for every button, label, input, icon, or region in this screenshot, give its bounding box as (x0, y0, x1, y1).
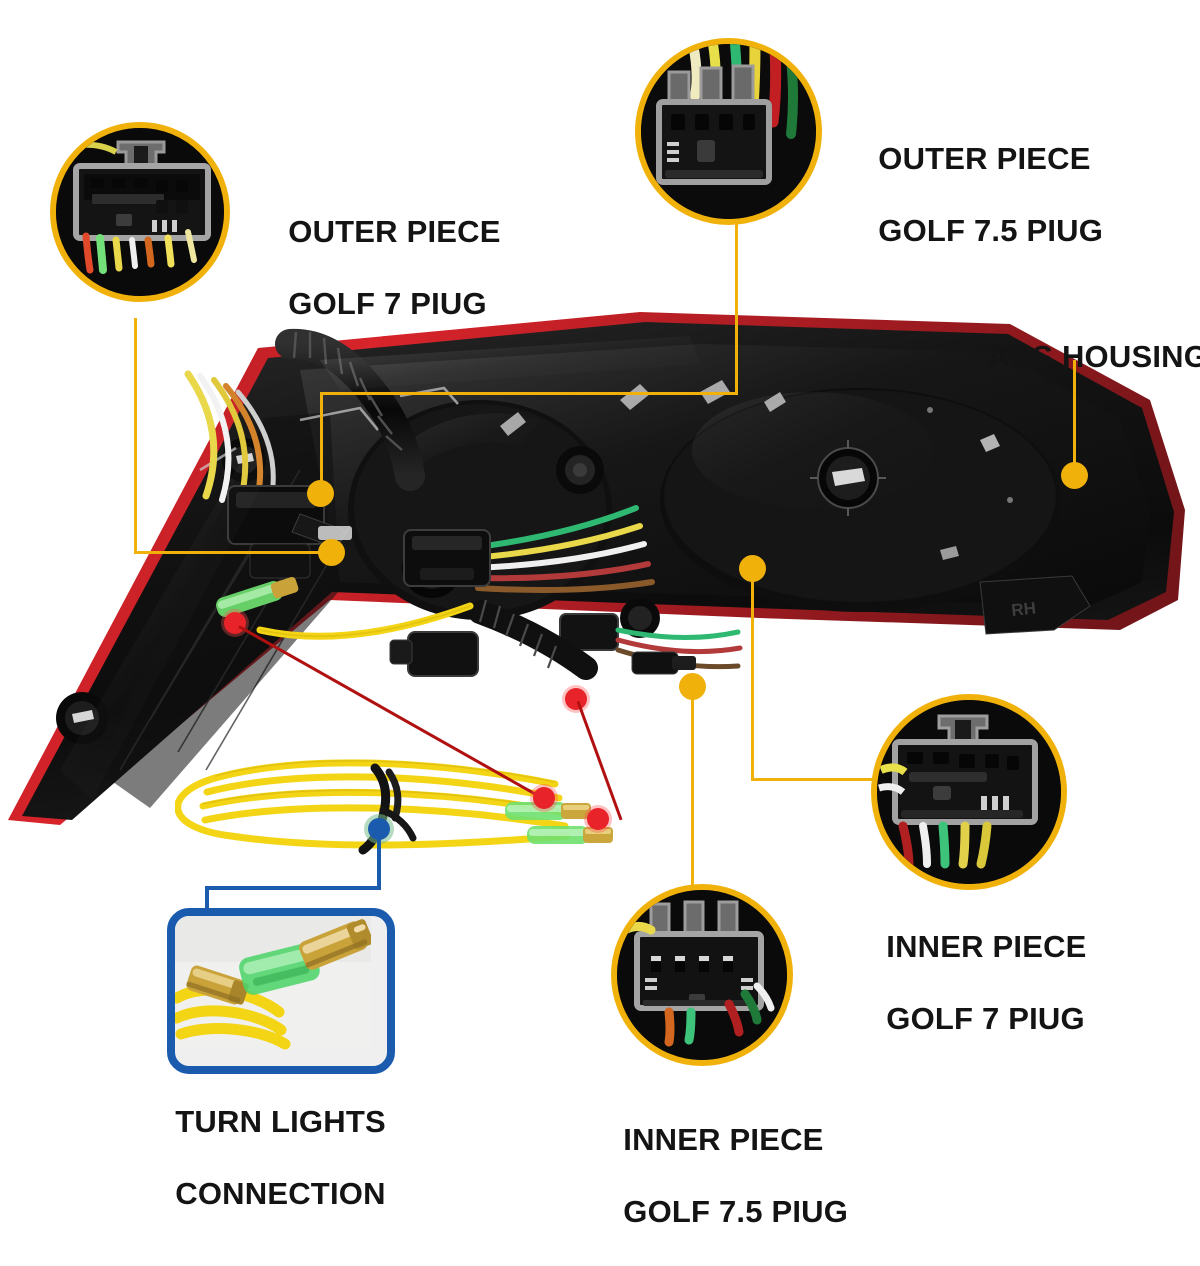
callout-label-inner-golf7-line2: GOLF 7 PIUG (886, 1000, 1085, 1036)
connector-photo-outer-golf7 (56, 128, 224, 296)
callout-label-inner-golf75-line2: GOLF 7.5 PIUG (623, 1193, 849, 1229)
leader-outer-golf75-vertical (735, 222, 738, 395)
leader-turn-lights-vertical (377, 830, 381, 890)
connector-photo-outer-golf75 (641, 44, 816, 219)
leader-outer-golf75-drop (320, 392, 323, 492)
callout-label-turn-lights-line1: TURN LIGHTS (175, 1103, 386, 1139)
leader-outer-golf75-horizontal (320, 392, 738, 395)
leader-dot-bullet-right (565, 688, 587, 710)
callout-circle-inner-golf75[interactable] (611, 884, 793, 1066)
callout-label-abs-housing-line1: ABS HOUSING (987, 338, 1200, 374)
callout-label-inner-golf7-line1: INNER PIECE (886, 928, 1087, 964)
callout-label-inner-golf75-line1: INNER PIECE (623, 1121, 824, 1157)
harness-coil (174, 759, 613, 855)
callout-label-outer-golf75-line2: GOLF 7.5 PIUG (878, 212, 1104, 248)
callout-label-inner-golf75: INNER PIECE GOLF 7.5 PIUG (588, 1086, 848, 1266)
connector-photo-inner-golf75 (617, 890, 787, 1060)
plug-image-outer-golf7 (56, 128, 224, 296)
leader-inner-golf7-horizontal (751, 778, 873, 781)
leader-inner-golf75-vertical (691, 686, 694, 886)
leader-turn-lights-drop (205, 886, 209, 914)
callout-label-turn-lights: TURN LIGHTS CONNECTION (140, 1068, 386, 1248)
leader-dot-outer-golf75 (307, 480, 334, 507)
leader-dot-turn-lights (368, 818, 390, 840)
leader-abs-housing-vertical (1073, 360, 1076, 472)
plug-image-outer-golf75 (641, 44, 816, 219)
callout-label-outer-golf7-line2: GOLF 7 PIUG (288, 285, 487, 321)
diagram-canvas: RH (0, 38, 1200, 1229)
plug-image-inner-golf7 (877, 700, 1061, 884)
connector-photo-inner-golf7 (877, 700, 1061, 884)
leader-dot-abs-housing (1061, 462, 1088, 489)
callout-label-abs-housing: ABS HOUSING (953, 303, 1200, 411)
callout-label-turn-lights-line2: CONNECTION (175, 1175, 386, 1211)
svg-text:RH: RH (1010, 599, 1036, 620)
callout-circle-inner-golf7[interactable] (871, 694, 1067, 890)
callout-box-turn-lights[interactable] (167, 908, 395, 1074)
tail-light-assembly: RH (8, 312, 1185, 825)
leader-dot-outer-golf7 (318, 539, 345, 566)
leader-dot-bullet-left-end (533, 787, 555, 809)
leader-outer-golf7-vertical (134, 318, 137, 554)
leader-dot-bullet-right-end (587, 808, 609, 830)
callout-label-outer-golf75: OUTER PIECE GOLF 7.5 PIUG (843, 105, 1103, 285)
callout-label-outer-golf7: OUTER PIECE GOLF 7 PIUG (253, 178, 501, 358)
leader-turn-lights-horizontal (205, 886, 381, 890)
turn-light-harness-photo (174, 750, 645, 870)
callout-circle-outer-golf7[interactable] (50, 122, 230, 302)
callout-label-outer-golf7-line1: OUTER PIECE (288, 213, 501, 249)
plug-image-inner-golf75 (617, 890, 787, 1060)
leader-outer-golf7-horizontal (134, 551, 330, 554)
callout-label-inner-golf7: INNER PIECE GOLF 7 PIUG (851, 893, 1087, 1073)
leader-inner-golf7-vertical (751, 568, 754, 780)
bullet-connector-photo (175, 916, 371, 1050)
callout-circle-outer-golf75[interactable] (635, 38, 822, 225)
callout-label-outer-golf75-line1: OUTER PIECE (878, 140, 1091, 176)
product-photo: RH (0, 300, 1200, 830)
